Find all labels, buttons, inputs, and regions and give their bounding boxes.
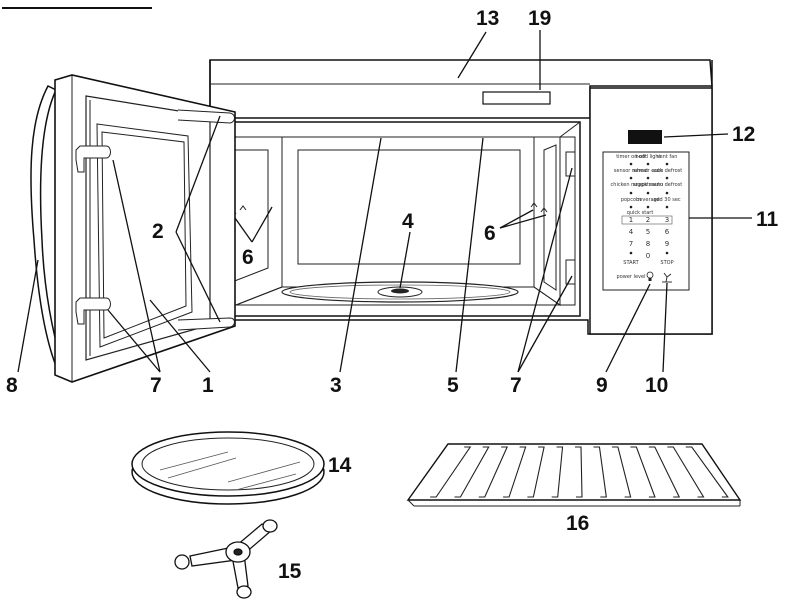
rack-wire [478,446,509,498]
callout-8: 8 [6,374,18,397]
light-bulb-icon [646,271,654,281]
callout-11: 11 [756,208,779,231]
callout-16: 16 [566,512,589,535]
door-hinge-upper [177,109,235,124]
microwave-body [209,59,713,335]
door-hinge-lower [177,317,235,331]
callout-7-left: 7 [150,374,162,397]
key-label: auto defrost [652,182,682,188]
rack-wire [685,446,729,498]
key-label: sensor reheat [614,168,648,174]
power-level-label: power level [617,274,646,280]
rack-wire [503,446,527,498]
rack-wire [630,446,656,498]
roller-ring-support [174,519,278,599]
callout-1: 1 [202,374,214,397]
callout-19: 19 [528,7,551,30]
digit-key: 4 [629,228,634,236]
callout-2: 2 [152,220,164,243]
keypad: timer on-off hood light vent fan sensor … [611,154,682,283]
callout-15: 15 [278,560,302,583]
callout-9: 9 [596,374,608,397]
rack-wire [527,446,545,498]
callout-3: 3 [330,374,342,397]
rack-wire [430,446,472,498]
key-label: vent fan [657,154,678,160]
rack-wire [575,446,583,498]
callout-6-left: 6 [242,246,254,269]
start-key-label: START [623,260,639,266]
digit-key: 6 [665,228,670,236]
glass-turntable [131,431,325,505]
callout-6-right: 6 [484,222,496,245]
rack-wire [667,446,705,498]
rack-wire [593,446,607,498]
callout-13: 13 [476,7,499,30]
digit-key: 2 [646,216,650,224]
callout-12: 12 [732,123,755,146]
digit-key: 0 [646,252,650,260]
display-screen [628,130,662,144]
rack-wire [454,446,490,498]
key-label: snack menu [633,182,663,188]
light-window [482,91,551,105]
door-latch-upper [75,145,111,173]
stop-key-label: STOP [660,260,673,266]
digit-key: 9 [665,240,669,248]
key-label: chicken nuggets [611,182,652,188]
digit-key: 5 [646,228,650,236]
digit-key: 1 [629,216,633,224]
callout-7-right: 7 [510,374,522,397]
key-label: hood light [635,154,660,160]
rack-wire [611,446,632,498]
latch-hole-lower [565,259,576,285]
key-label: popcorn [621,197,641,203]
callout-10: 10 [645,374,668,397]
control-pad [602,151,690,291]
leader-lines [17,30,752,373]
fan-icon [662,272,672,283]
callout-labels: 13 19 12 11 4 6 6 2 8 7 1 3 5 7 9 10 14 … [6,7,779,583]
rack-wire [648,446,681,498]
key-label: add 30 sec [653,197,681,203]
callout-5: 5 [447,374,459,397]
digit-key: 3 [665,216,669,224]
rack-wire [551,446,564,498]
callout-4: 4 [402,210,414,233]
digit-key: 7 [629,240,633,248]
key-label: sensor cook [633,168,663,174]
digit-key: 8 [646,240,650,248]
key-label: beverage [636,197,660,203]
door-latch-lower [75,297,111,325]
key-label: timer on-off [616,154,646,160]
quick-start-label: quick start [627,210,654,216]
oven-door [30,74,236,383]
callout-14: 14 [328,454,352,477]
key-label: auto defrost [652,168,682,174]
oven-rack [406,443,742,507]
